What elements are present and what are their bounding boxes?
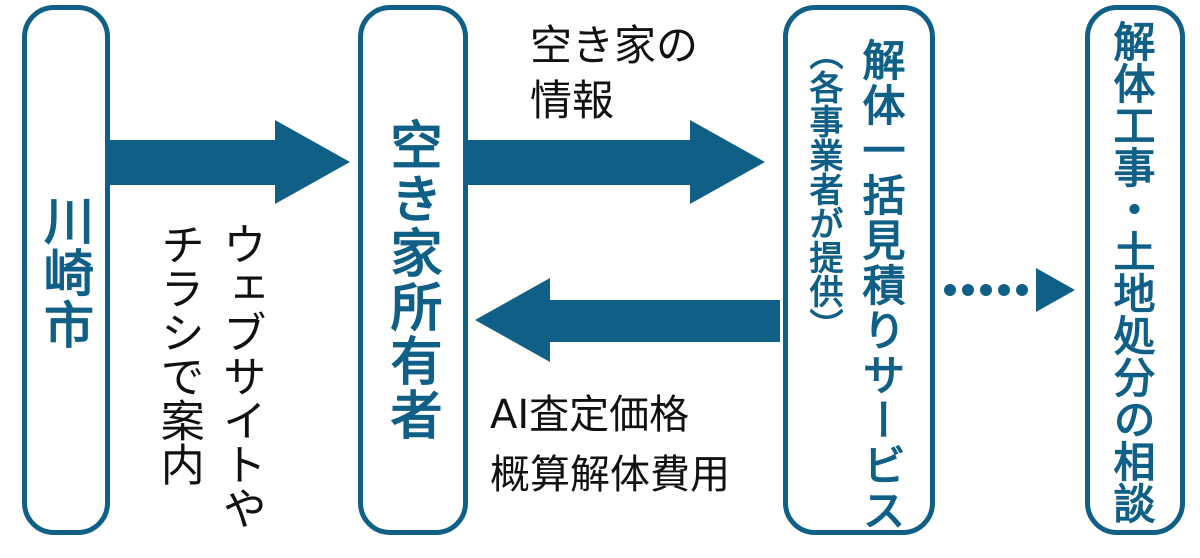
arrow-owner-to-service bbox=[468, 120, 765, 204]
node-city bbox=[22, 5, 110, 535]
label-info-line2: 情報 bbox=[530, 76, 615, 125]
node-owner-label: 空き家所有者 bbox=[381, 118, 441, 442]
node-owner bbox=[358, 5, 468, 535]
node-service-label: 解体一括見積りサービス bbox=[855, 38, 905, 533]
arrow-city-to-owner bbox=[110, 120, 350, 204]
label-guidance-line2: チラシで案内 bbox=[152, 222, 204, 486]
label-ai-price: AI査定価格 bbox=[490, 392, 690, 438]
dotted-arrow-service-to-consult bbox=[944, 268, 1075, 312]
arrow-service-to-owner bbox=[475, 278, 780, 362]
label-guidance-line1: ウェブサイトや bbox=[214, 222, 266, 530]
node-city-label: 川崎市 bbox=[36, 195, 94, 351]
node-consult bbox=[1085, 5, 1185, 535]
label-demolition-cost: 概算解体費用 bbox=[490, 452, 730, 498]
node-service bbox=[783, 5, 935, 535]
node-consult-label: 解体工事・土地処分の相談 bbox=[1107, 20, 1156, 524]
label-info-line1: 空き家の bbox=[530, 21, 699, 70]
node-service-note: （各事業者が提供） bbox=[803, 36, 843, 342]
